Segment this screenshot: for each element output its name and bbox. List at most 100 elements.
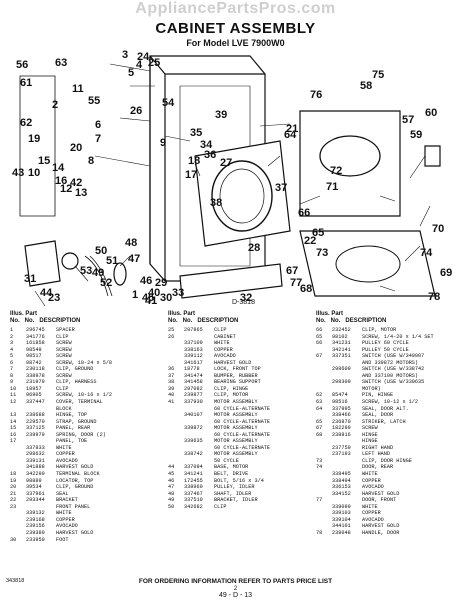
illus-number: 49 xyxy=(168,497,175,504)
part-number: 339132 xyxy=(26,510,45,517)
parts-row: AND 339872 MOTORS) xyxy=(316,360,466,367)
callout-39: 39 xyxy=(215,109,227,121)
illus-number: 67 xyxy=(316,353,323,360)
callout-60: 60 xyxy=(425,107,437,119)
part-description: HARVEST GOLD xyxy=(56,464,94,471)
part-description: LOCK, FRONT TOP xyxy=(214,366,261,373)
callout-57: 57 xyxy=(402,114,414,126)
header-illus: Illus. Part xyxy=(168,311,196,317)
part-number: 337351 xyxy=(332,353,351,360)
header-desc: DESCRIPTION xyxy=(197,318,239,324)
diagram-code: D-3818 xyxy=(232,299,255,306)
illus-number: 40 xyxy=(168,392,175,399)
illus-number: 45 xyxy=(168,471,175,478)
callout-28: 28 xyxy=(248,242,260,254)
part-description: AVOCADO xyxy=(56,523,78,530)
part-description: CLIP, GROUND xyxy=(56,366,94,373)
illus-number: 25 xyxy=(168,327,175,333)
illus-number: 44 xyxy=(168,464,175,471)
part-number: 336153 xyxy=(332,484,351,491)
callout-22: 22 xyxy=(304,235,316,247)
part-description: 60 CYCLE-ALTERNATE xyxy=(214,444,271,451)
callout-54: 54 xyxy=(162,97,175,109)
callout-76: 76 xyxy=(310,89,322,101)
callout-48: 48 xyxy=(125,237,137,249)
part-number: 338978 xyxy=(26,372,45,379)
part-number: 231979 xyxy=(26,379,45,386)
part-description: TERMINAL BLOCK xyxy=(56,471,100,478)
part-description: RIGHT HAND xyxy=(362,444,394,451)
part-number: 98517 xyxy=(26,353,42,360)
callout-5: 5 xyxy=(128,67,134,79)
part-description: MOTOR ASSEMBLY xyxy=(214,451,258,458)
illus-number: 5 xyxy=(10,353,14,360)
part-description: BEARING SUPPORT xyxy=(214,379,261,386)
part-number: 237193 xyxy=(332,451,351,458)
illus-number: 2 xyxy=(10,333,14,340)
illus-number: 68 xyxy=(316,431,323,438)
callout-25: 25 xyxy=(148,57,160,69)
part-number: 337447 xyxy=(26,399,45,406)
illus-number: 23 xyxy=(10,503,17,510)
part-number: 297865 xyxy=(184,327,203,333)
callout-50: 50 xyxy=(95,245,107,257)
part-number: 236870 xyxy=(332,418,351,425)
part-description: 60 CYCLE-ALTERNATE xyxy=(214,418,271,425)
callout-43: 43 xyxy=(12,167,24,179)
part-number: 337094 xyxy=(184,464,203,471)
callout-18: 18 xyxy=(188,155,200,167)
part-number: 296745 xyxy=(26,327,45,333)
part-number: 337125 xyxy=(26,425,45,432)
part-description: SHAFT, IDLER xyxy=(214,490,252,497)
illus-number: 14 xyxy=(10,418,17,425)
header-desc: DESCRIPTION xyxy=(345,318,387,324)
cabinet-drawing xyxy=(19,55,441,307)
callout-13: 13 xyxy=(75,187,87,199)
part-number: 238048 xyxy=(332,529,351,536)
illus-number: 74 xyxy=(316,464,323,471)
part-description: HARVEST GOLD xyxy=(214,359,252,366)
illus-number: 20 xyxy=(10,484,17,491)
callout-26: 26 xyxy=(130,105,142,117)
callout-4: 4 xyxy=(136,59,143,71)
callout-36: 36 xyxy=(204,149,216,161)
callout-16: 16 xyxy=(55,175,67,187)
part-description: SCREW xyxy=(56,353,72,360)
callout-65: 65 xyxy=(312,227,324,239)
callout-51: 51 xyxy=(106,255,118,267)
part-number: 238688 xyxy=(26,412,45,419)
callout-8: 8 xyxy=(88,155,94,167)
callout-27: 27 xyxy=(220,157,232,169)
part-description: FRONT PANEL xyxy=(56,503,91,510)
part-description: SWITCH (USE W/338742 xyxy=(362,366,425,373)
part-description: CLIP xyxy=(214,503,227,510)
callout-7: 7 xyxy=(95,133,101,145)
handwritten-note: 49 - D - 13 xyxy=(218,592,253,599)
part-description: MOTOR ASSEMBLY xyxy=(214,438,258,445)
parts-row: 23 FRONT PANEL xyxy=(10,504,155,511)
header-illus: Illus. Part xyxy=(10,311,38,317)
callout-59: 59 xyxy=(410,129,422,141)
illus-number: 9 xyxy=(10,379,14,386)
part-number: 337930 xyxy=(184,399,203,406)
callout-19: 19 xyxy=(28,133,40,145)
part-number: 338466 xyxy=(332,412,351,419)
